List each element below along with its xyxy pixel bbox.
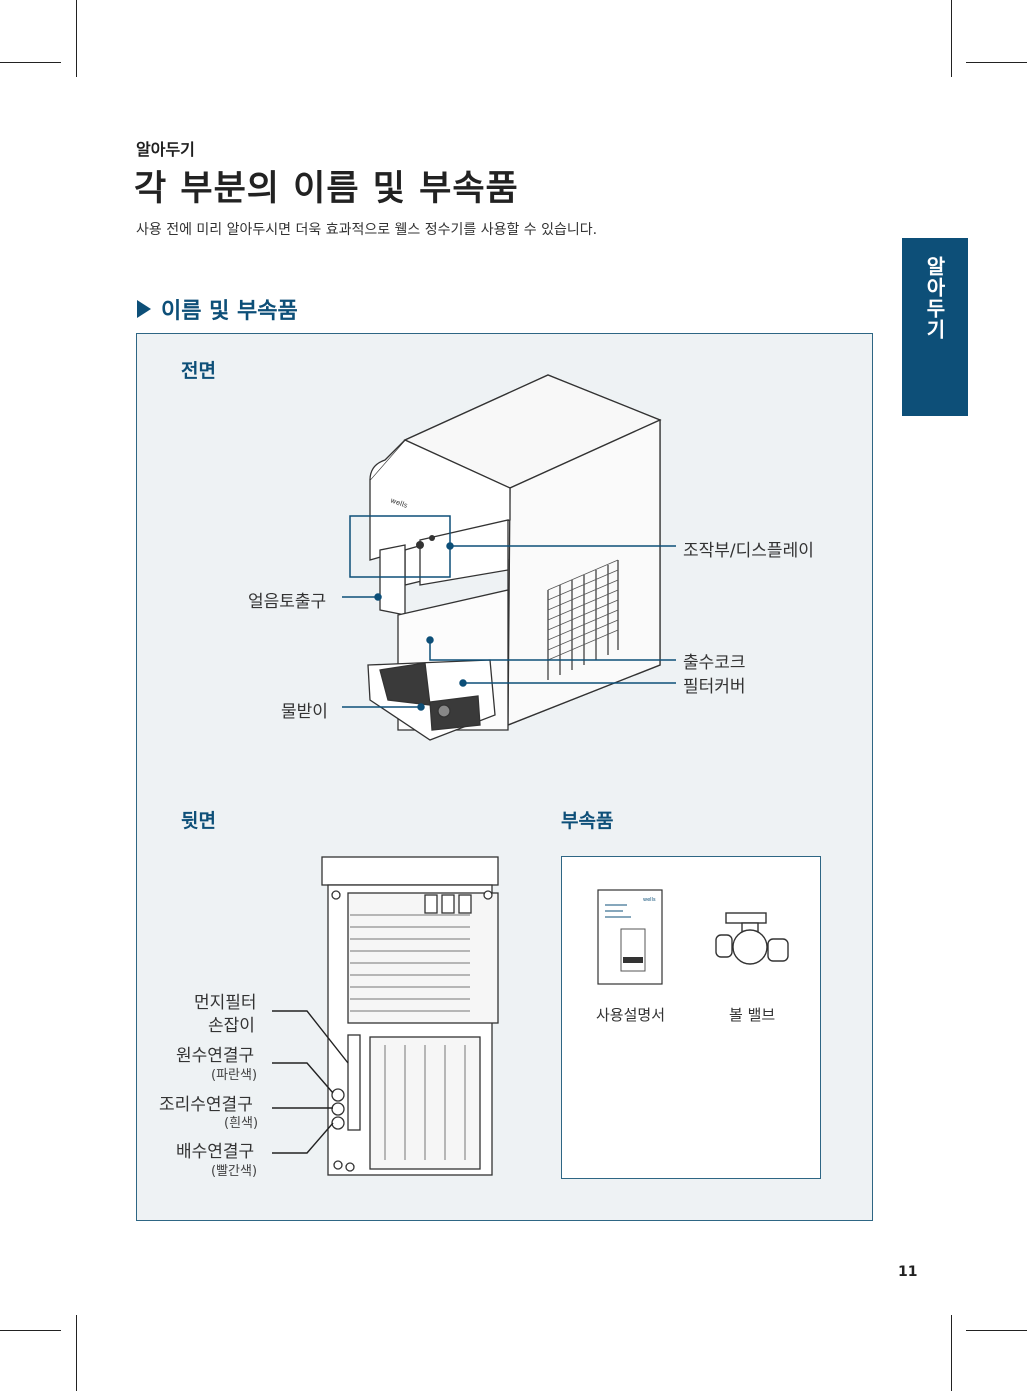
crop-mark — [966, 62, 1027, 63]
label-faucet: 출수코크 — [683, 653, 746, 673]
label-drip-tray: 물받이 — [281, 702, 328, 722]
back-heading: 뒷면 — [181, 810, 216, 832]
section-eyebrow: 알아두기 — [136, 140, 195, 159]
crop-mark — [966, 1330, 1027, 1331]
crop-mark — [951, 0, 952, 77]
manual-icon: wells — [597, 889, 663, 985]
accessories-heading: 부속품 — [561, 810, 614, 832]
ball-valve-icon — [715, 912, 789, 965]
crop-mark — [76, 1315, 77, 1391]
crop-mark — [951, 1315, 952, 1391]
label-cook-water-color: (흰색) — [224, 1116, 259, 1131]
front-illustration: wells — [367, 374, 662, 741]
accessories-box — [561, 856, 821, 1179]
front-callout-lines — [342, 515, 676, 711]
crop-mark — [0, 1330, 61, 1331]
crop-mark — [76, 0, 77, 77]
side-tab-label: 알아두기 — [922, 256, 947, 340]
label-drain-port: 배수연결구 — [176, 1142, 255, 1162]
page-title: 각 부분의 이름 및 부속품 — [134, 169, 519, 209]
label-dust-filter: 먼지필터 — [194, 993, 257, 1013]
triangle-icon — [137, 300, 151, 318]
section-heading-text: 이름 및 부속품 — [161, 299, 298, 324]
back-callout-lines — [272, 1010, 349, 1154]
label-control-display: 조작부/디스플레이 — [683, 541, 814, 561]
svg-text:wells: wells — [643, 897, 656, 903]
front-heading: 전면 — [181, 360, 216, 382]
label-filter-cover: 필터커버 — [683, 677, 746, 697]
label-raw-water-color: (파란색) — [211, 1068, 258, 1083]
label-ice-outlet: 얼음토출구 — [248, 592, 327, 612]
intro-text: 사용 전에 미리 알아두시면 더욱 효과적으로 웰스 정수기를 사용할 수 있습… — [136, 222, 598, 238]
back-illustration — [321, 856, 499, 1176]
page-number: 11 — [898, 1264, 918, 1280]
label-dust-filter-handle: 손잡이 — [208, 1016, 255, 1036]
accessory-label-ball-valve: 볼 밸브 — [729, 1006, 776, 1024]
accessory-label-manual: 사용설명서 — [596, 1006, 666, 1024]
section-heading: 이름 및 부속품 — [137, 293, 298, 325]
label-raw-water-port: 원수연결구 — [176, 1046, 255, 1066]
label-drain-color: (빨간색) — [211, 1164, 258, 1179]
side-tab: 알아두기 — [902, 238, 968, 416]
label-cook-water-port: 조리수연결구 — [159, 1095, 253, 1115]
crop-mark — [0, 62, 61, 63]
